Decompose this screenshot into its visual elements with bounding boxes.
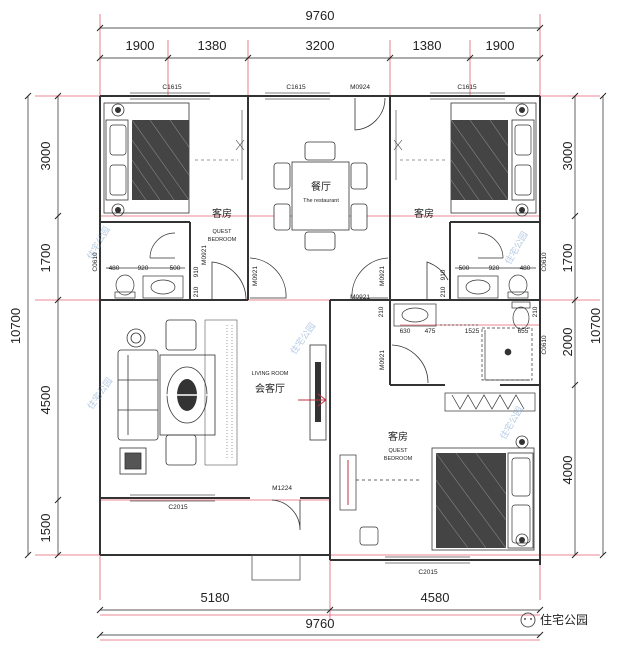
left-bedroom-label-en-2: BEDROOM	[208, 237, 237, 243]
living-room-sofa-set	[117, 319, 216, 475]
left-dim-2: 1700	[38, 244, 53, 273]
bottom-dim-2: 4580	[421, 590, 450, 605]
left-bath-window-c0610: C0610	[92, 252, 99, 272]
top-dim-5: 1900	[486, 38, 515, 53]
left-bath-v910: 910	[193, 266, 200, 277]
door-code-m0921-left-bed: M0921	[201, 245, 208, 265]
right-bath-window-c0610: C0610	[541, 252, 548, 272]
lower-bath-v210-b: 210	[532, 306, 539, 317]
brand-name: 住宅公园	[540, 612, 588, 627]
right-bath-dim-500: 500	[459, 265, 470, 272]
window-code-c1615-mid: C1615	[286, 84, 306, 91]
windows-glazing	[130, 92, 505, 581]
right-bath-v210: 210	[440, 286, 447, 297]
top-dim-2: 1380	[198, 38, 227, 53]
lower-bath-dim-475: 475	[425, 328, 436, 335]
door-code-m0921-bath: M0921	[379, 350, 386, 370]
right-bedroom-wardrobe	[393, 110, 445, 180]
left-total-dim: 10700	[8, 308, 23, 344]
right-bath-v910: 910	[440, 269, 447, 280]
brand-logo: 住宅公园	[520, 612, 588, 628]
door-code-m0921-dining-left: M0921	[252, 266, 259, 286]
dining-label-en: The restaurant	[303, 198, 339, 204]
walls	[99, 95, 541, 565]
lower-bedroom-label-en-1: QUEST	[389, 448, 409, 454]
lower-bedroom-bed	[431, 435, 535, 551]
lower-bath-window-c0610: C0610	[541, 335, 548, 355]
lower-bath-v210-a: 210	[378, 306, 385, 317]
lower-bath-dim-1525: 1525	[465, 328, 480, 335]
left-dim-4: 1500	[38, 514, 53, 543]
window-code-c2015-right: C2015	[418, 569, 438, 576]
dining-table-set	[273, 141, 368, 251]
watermark-2: 住宅公园	[502, 229, 530, 266]
bottom-dim-1: 5180	[201, 590, 230, 605]
living-room-rug	[204, 319, 238, 466]
living-room-tv-unit	[298, 344, 327, 441]
left-bedroom-label-en-1: QUEST	[213, 229, 233, 235]
door-code-m1224: M1224	[272, 485, 292, 492]
right-dim-3: 2000	[560, 328, 575, 357]
right-dim-2: 1700	[560, 244, 575, 273]
left-bath-dim-480: 480	[109, 265, 120, 272]
right-bath-dim-920: 920	[489, 265, 500, 272]
door-code-m0924: M0924	[350, 84, 370, 91]
left-bath-dim-500: 500	[170, 265, 181, 272]
dimension-texts: 9760 1900 1380 3200 1380 1900 5180 4580 …	[8, 8, 603, 631]
dimension-chains	[24, 24, 607, 639]
lower-bedroom-wardrobe	[339, 392, 536, 546]
left-bathroom-fixtures	[106, 232, 185, 299]
door-swings	[211, 97, 449, 531]
window-code-c2015-left: C2015	[168, 504, 188, 511]
living-room-label-cn: 会客厅	[255, 382, 285, 395]
left-bedroom-bed	[103, 102, 190, 217]
living-room-label-en: LIVING ROOM	[252, 371, 289, 377]
window-code-c1615-right: C1615	[457, 84, 477, 91]
door-code-m0921-dining-right: M0921	[379, 266, 386, 286]
left-dim-3: 4500	[38, 386, 53, 415]
right-bedroom-label-cn: 客房	[414, 207, 434, 220]
left-bath-v210: 210	[193, 286, 200, 297]
right-bedroom-bed	[450, 102, 537, 217]
dining-label-cn: 餐厅	[311, 180, 331, 193]
left-bath-dim-920: 920	[138, 265, 149, 272]
top-total-dim: 9760	[306, 8, 335, 23]
lower-bedroom-label-en-2: BEDROOM	[384, 456, 413, 462]
lower-bathroom-fixtures	[393, 301, 533, 381]
door-code-m0921-top: M0921	[350, 294, 370, 301]
right-dim-1: 3000	[560, 142, 575, 171]
lower-bath-dim-655: 655	[518, 328, 529, 335]
lower-bedroom-label-cn: 客房	[388, 430, 408, 443]
wechat-icon	[520, 612, 536, 628]
top-dim-3: 3200	[306, 38, 335, 53]
right-total-dim: 10700	[588, 308, 603, 344]
bottom-total-dim: 9760	[306, 616, 335, 631]
right-bath-dim-480: 480	[520, 265, 531, 272]
left-bedroom-label-cn: 客房	[212, 207, 232, 220]
right-bathroom-fixtures	[455, 232, 536, 299]
top-dim-1: 1900	[126, 38, 155, 53]
right-dim-4: 4000	[560, 456, 575, 485]
left-dim-1: 3000	[38, 142, 53, 171]
lower-bath-dim-630: 630	[400, 328, 411, 335]
top-dim-4: 1380	[413, 38, 442, 53]
left-bedroom-wardrobe	[195, 110, 245, 180]
living-room-coffee-table	[165, 366, 209, 424]
window-code-c1615-left: C1615	[162, 84, 182, 91]
